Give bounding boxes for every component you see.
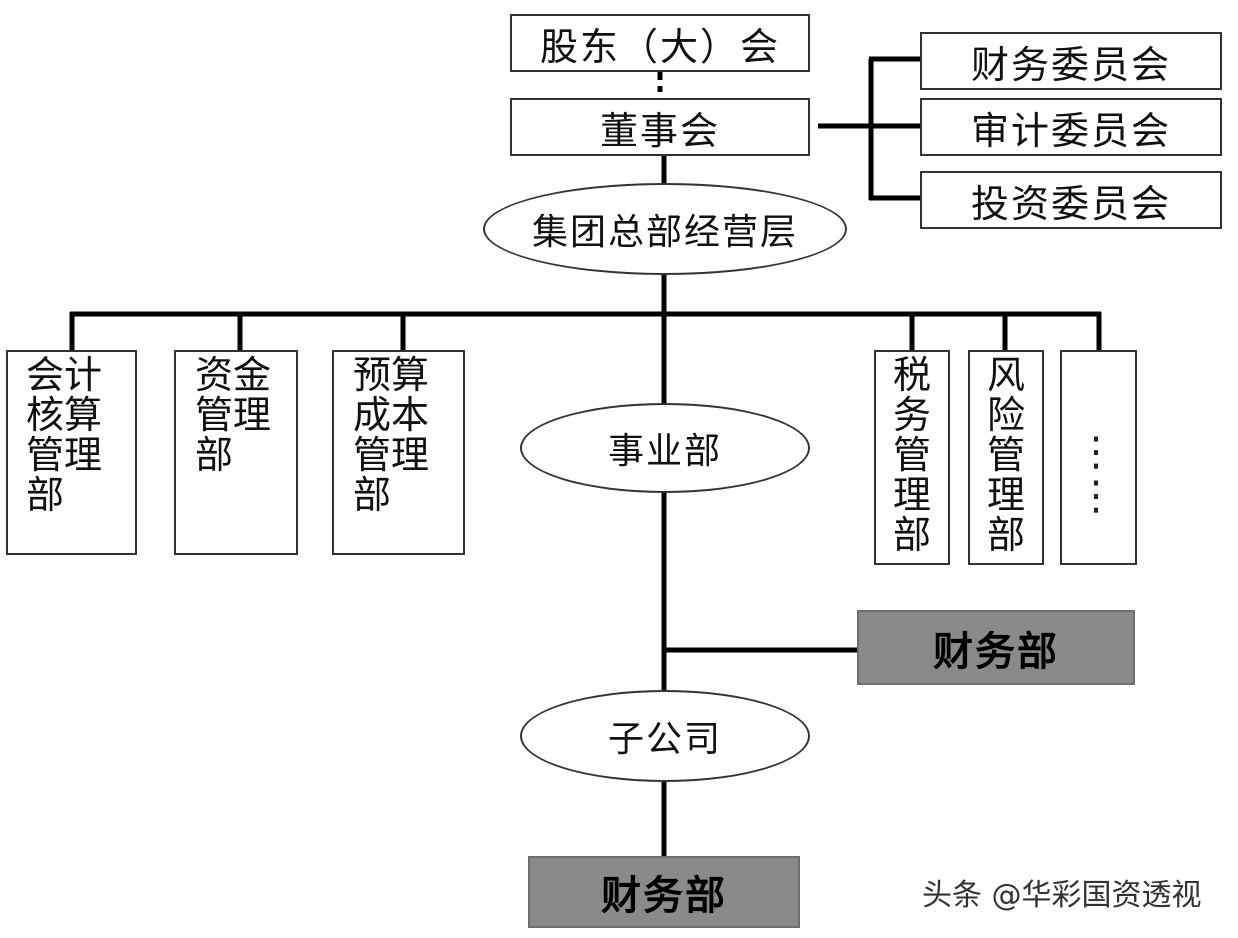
subsidiary-label: 子公司 [607, 719, 722, 760]
tax-dept-box [874, 350, 950, 565]
accounting-dept-label: 会计核算管理部 [26, 353, 103, 517]
ellipsis-icon: ⋮ ⋮ [1076, 429, 1116, 519]
board-box: 董事会 [510, 98, 810, 156]
more-dept-box [1060, 350, 1137, 565]
accounting-dept-box [6, 350, 137, 555]
shareholders-label: 股东（大）会 [539, 24, 780, 69]
board-label: 董事会 [599, 108, 720, 153]
risk-dept-label: 风险管理部 [987, 353, 1026, 557]
finance-committee-label: 财务委员会 [970, 42, 1171, 87]
division-finance-label: 财务部 [933, 628, 1059, 675]
watermark: 头条 @华彩国资透视 [922, 878, 1202, 913]
treasury-dept-box [174, 350, 298, 555]
investment-committee-label: 投资委员会 [970, 181, 1171, 226]
tax-dept-label: 税务管理部 [893, 353, 932, 557]
risk-dept-box [968, 350, 1044, 565]
division-label: 事业部 [607, 431, 722, 472]
subsidiary-finance-label: 财务部 [601, 873, 727, 919]
shareholders-box: 股东（大）会 [510, 14, 810, 72]
budget-dept-label: 预算成本管理部 [353, 353, 430, 517]
subsidiary-ellipse: 子公司 [520, 690, 810, 782]
treasury-dept-label: 资金管理部 [195, 353, 272, 477]
division-ellipse: 事业部 [520, 403, 810, 493]
audit-committee-label: 审计委员会 [970, 108, 1171, 153]
hq-label: 集团总部经营层 [531, 212, 798, 253]
division-finance-box: 财务部 [857, 610, 1135, 685]
investment-committee-box: 投资委员会 [920, 171, 1222, 229]
hq-ellipse: 集团总部经营层 [483, 183, 847, 275]
audit-committee-box: 审计委员会 [920, 98, 1222, 156]
budget-dept-box [332, 350, 465, 555]
subsidiary-finance-box: 财务部 [528, 856, 800, 928]
finance-committee-box: 财务委员会 [920, 32, 1222, 90]
